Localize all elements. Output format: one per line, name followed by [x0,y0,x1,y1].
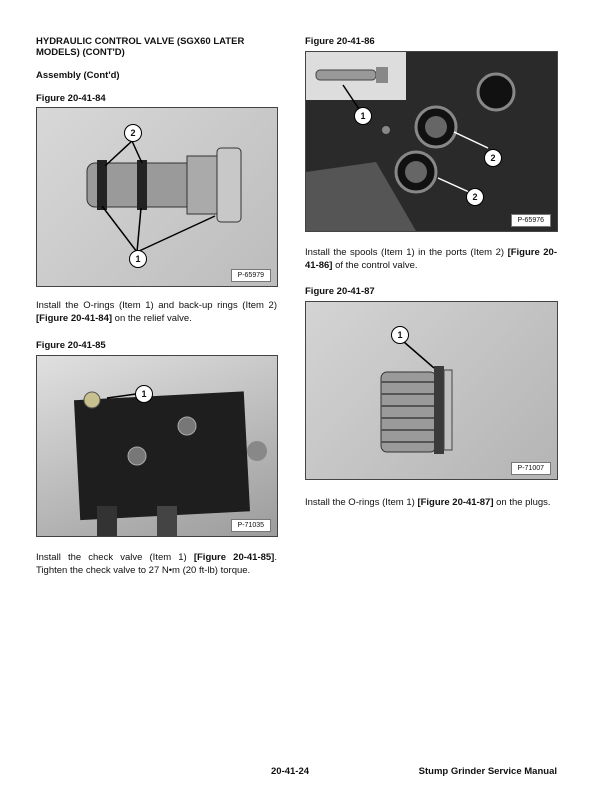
callout-2: 2 [466,188,484,206]
callout-2: 2 [484,149,502,167]
photo-id: P-71035 [230,519,271,532]
callout-1: 1 [391,326,409,344]
callout-2: 2 [124,124,142,142]
figure-20-41-84-photo: 2 1 P-65979 [36,107,278,287]
instruction-text: Install the O-rings (Item 1) [Figure 20-… [305,497,551,508]
figure-caption: Figure 20-41-84 [36,93,106,104]
callout-1: 1 [354,107,372,125]
figure-caption: Figure 20-41-85 [36,340,106,351]
figure-20-41-87-photo: 1 P-71007 [305,301,558,480]
instruction-text: Install the spools (Item 1) in the ports… [305,247,558,271]
figure-reference[interactable]: [Figure 20-41-84] [36,312,113,324]
figure-20-41-86-photo: 1 2 2 P-65976 [305,51,558,232]
photo-id: P-65979 [230,269,271,282]
figure-20-41-85-photo: 1 P-71035 [36,355,278,537]
figure-caption: Figure 20-41-86 [305,36,375,47]
photo-id: P-71007 [510,462,551,475]
figure-reference[interactable]: [Figure 20-41-86] [305,247,558,271]
spool-ports-drawing [306,52,516,231]
instruction-text: Install the check valve (Item 1) [Figure… [36,552,277,576]
page-number: 20-41-24 [271,766,310,777]
control-valve-drawing [73,391,267,536]
callout-1: 1 [129,250,147,268]
relief-valve-drawing [86,140,242,253]
plug-drawing [380,341,453,454]
instruction-text: Install the O-rings (Item 1) and back-up… [36,300,277,324]
figure-caption: Figure 20-41-87 [305,286,375,297]
subsection-title: Assembly (Cont'd) [36,70,120,81]
callout-1: 1 [135,385,153,403]
manual-title: Stump Grinder Service Manual [418,766,557,777]
figure-reference[interactable]: [Figure 20-41-85] [193,552,275,563]
figure-reference[interactable]: [Figure 20-41-87] [417,497,494,508]
section-title: HYDRAULIC CONTROL VALVE (SGX60 LATER MOD… [36,36,245,58]
photo-id: P-65976 [510,214,551,227]
